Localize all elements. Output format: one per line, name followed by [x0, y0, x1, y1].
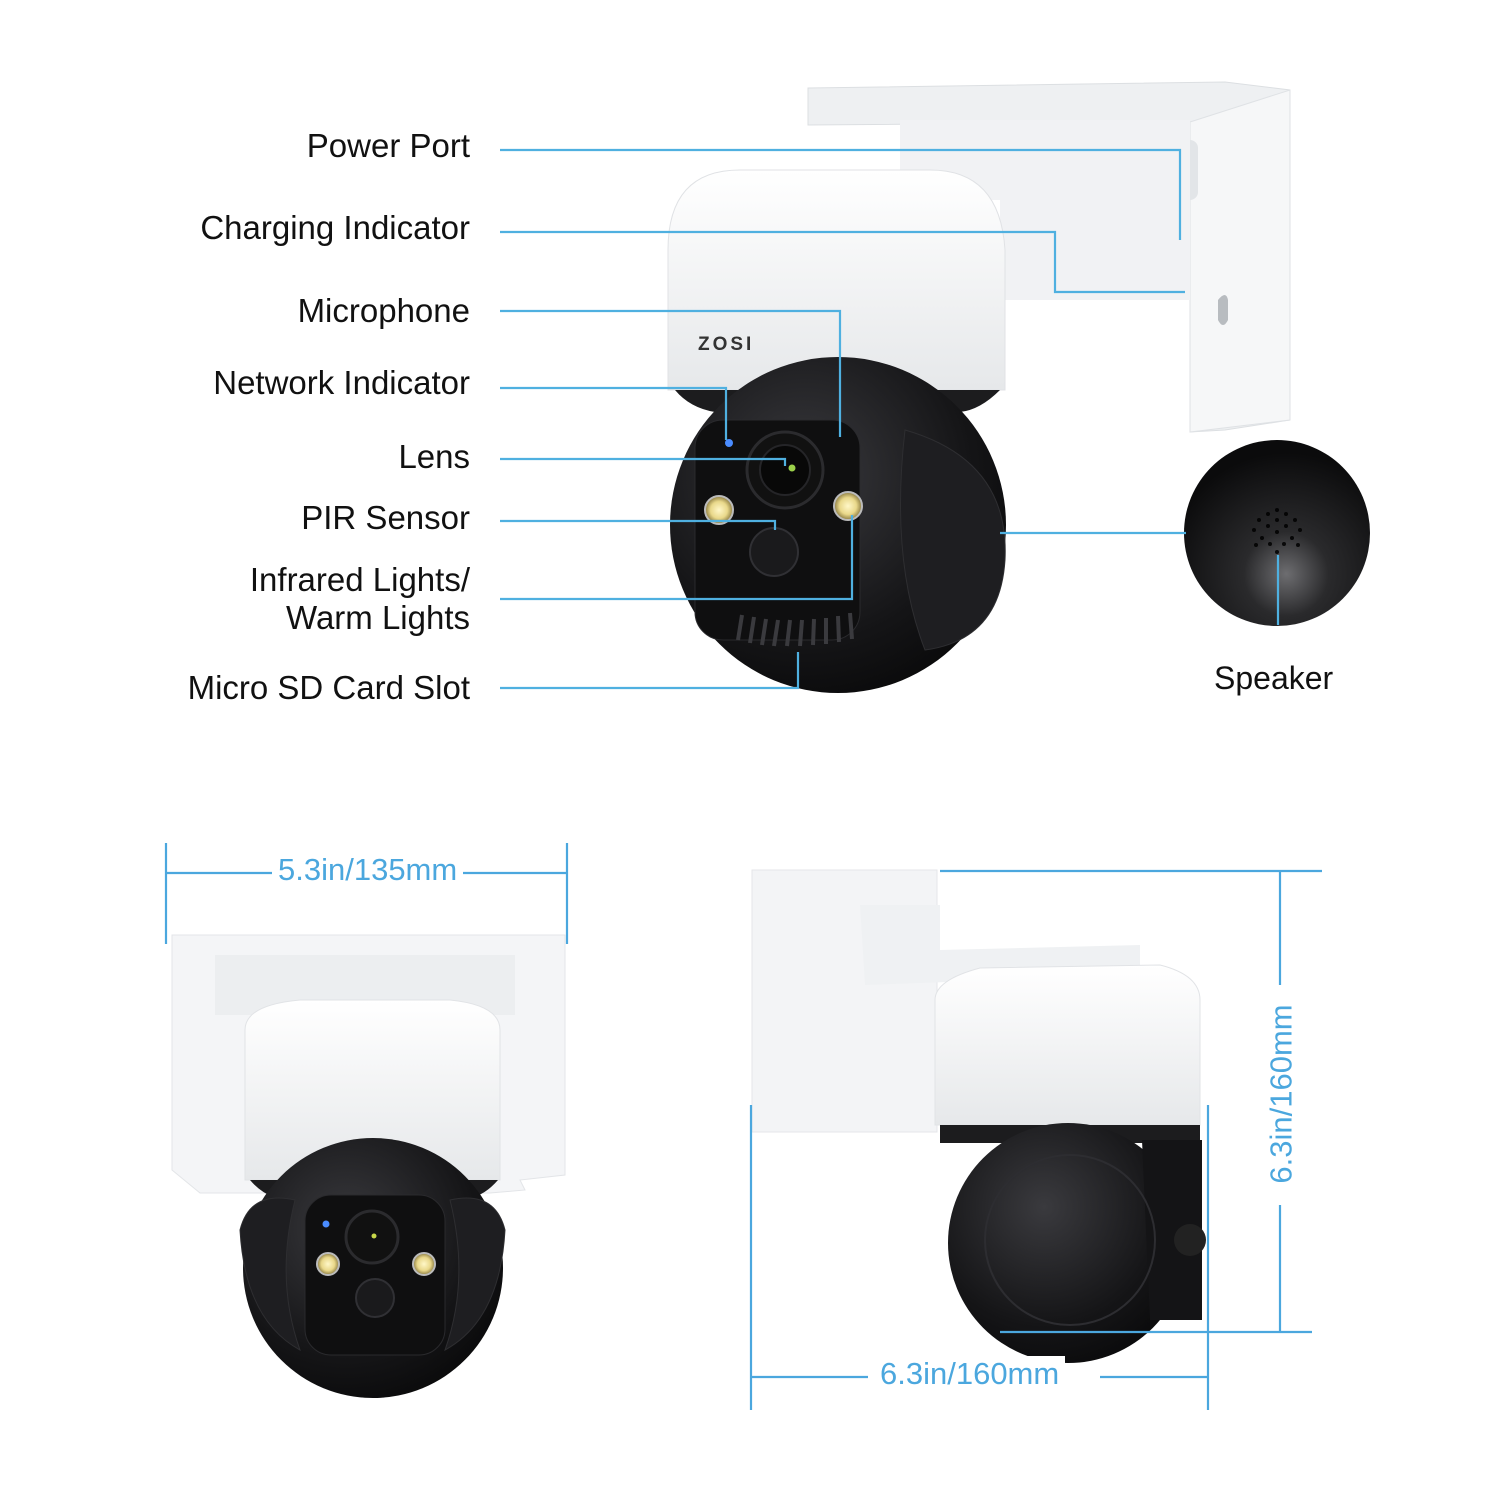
front-view-illustration: ZOSI [171, 934, 566, 1398]
speaker-illustration [1184, 440, 1370, 626]
callout-label-network-indicator: Network Indicator [213, 364, 470, 401]
callout-label-power-port: Power Port [306, 127, 470, 164]
side-dimension-lines [749, 869, 1322, 1410]
callout-label-charging-indicator: Charging Indicator [200, 209, 470, 246]
side-view-illustration [751, 869, 1206, 1363]
dimension-side-width: 6.3in/160mm [874, 1356, 1066, 1392]
dimension-front-width: 5.3in/135mm [272, 852, 464, 888]
callout-label-microphone: Microphone [297, 292, 470, 329]
callout-label-lens: Lens [398, 438, 470, 475]
callout-label-infrared-lights: Infrared Lights/ Warm Lights [250, 561, 470, 637]
callout-label-speaker: Speaker [1214, 660, 1334, 696]
callout-label-micro-sd-card-slot: Micro SD Card Slot [187, 669, 470, 706]
brand-logo: ZOSI [698, 334, 754, 355]
main-camera-illustration: ZOSI [667, 81, 1291, 693]
infrared-lights-line1: Infrared Lights/ [249, 561, 470, 598]
infrared-lights-line2: Warm Lights [286, 599, 470, 636]
dimension-side-height: 6.3in/160mm [1263, 998, 1300, 1190]
callout-lines [500, 148, 1280, 690]
callout-label-pir-sensor: PIR Sensor [301, 499, 470, 536]
